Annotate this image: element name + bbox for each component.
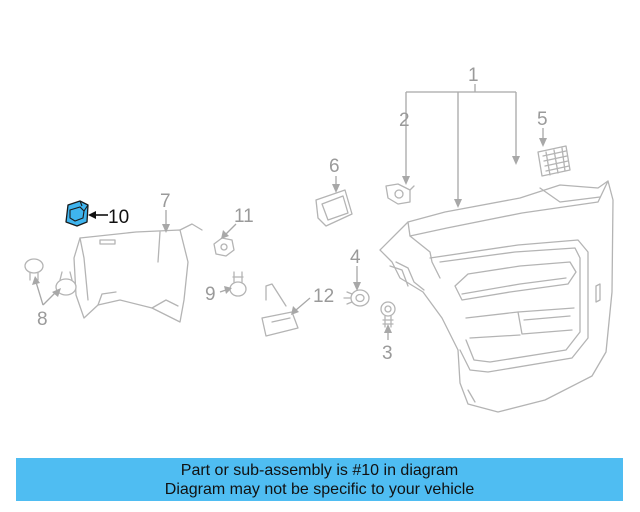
part-7-pillar-trim: [73, 223, 203, 323]
part-3-screw: [380, 301, 396, 328]
part-8-push-clips: [24, 258, 77, 296]
part-6-cover: [315, 189, 353, 227]
callout-4: 4: [350, 247, 361, 268]
callout-2: 2: [399, 110, 410, 131]
caption-line-1: Part or sub-assembly is #10 in diagram: [180, 462, 459, 479]
callout-3: 3: [382, 343, 393, 364]
part-1-quarter-trim-panel: [379, 180, 614, 413]
callout-1: 1: [468, 65, 479, 86]
callout-7: 7: [160, 191, 171, 212]
leader-lines: [32, 84, 547, 340]
part-4-grommet: [343, 289, 370, 307]
part-9-bolt: [229, 271, 247, 297]
caption-banner: Part or sub-assembly is #10 in diagram D…: [16, 458, 623, 501]
part-11-nut: [213, 237, 235, 257]
callout-numbers: 1 2 3 4 5 6 7 8 9 10 11 12: [37, 65, 548, 364]
parts-diagram: 1 2 3 4 5 6 7 8 9 10 11 12: [24, 65, 614, 413]
callout-9: 9: [205, 284, 216, 305]
part-2-bracket: [385, 183, 415, 205]
callout-6: 6: [329, 156, 340, 177]
part-10-clip-highlighted: [65, 200, 89, 227]
callout-12: 12: [313, 286, 334, 307]
caption-line-2: Diagram may not be specific to your vehi…: [164, 481, 475, 498]
callout-8: 8: [37, 309, 48, 330]
part-12-handle: [261, 283, 299, 337]
callout-5: 5: [537, 109, 548, 130]
callout-11: 11: [234, 206, 254, 227]
callout-10: 10: [108, 207, 129, 228]
part-5-lamp-lens: [537, 145, 571, 177]
